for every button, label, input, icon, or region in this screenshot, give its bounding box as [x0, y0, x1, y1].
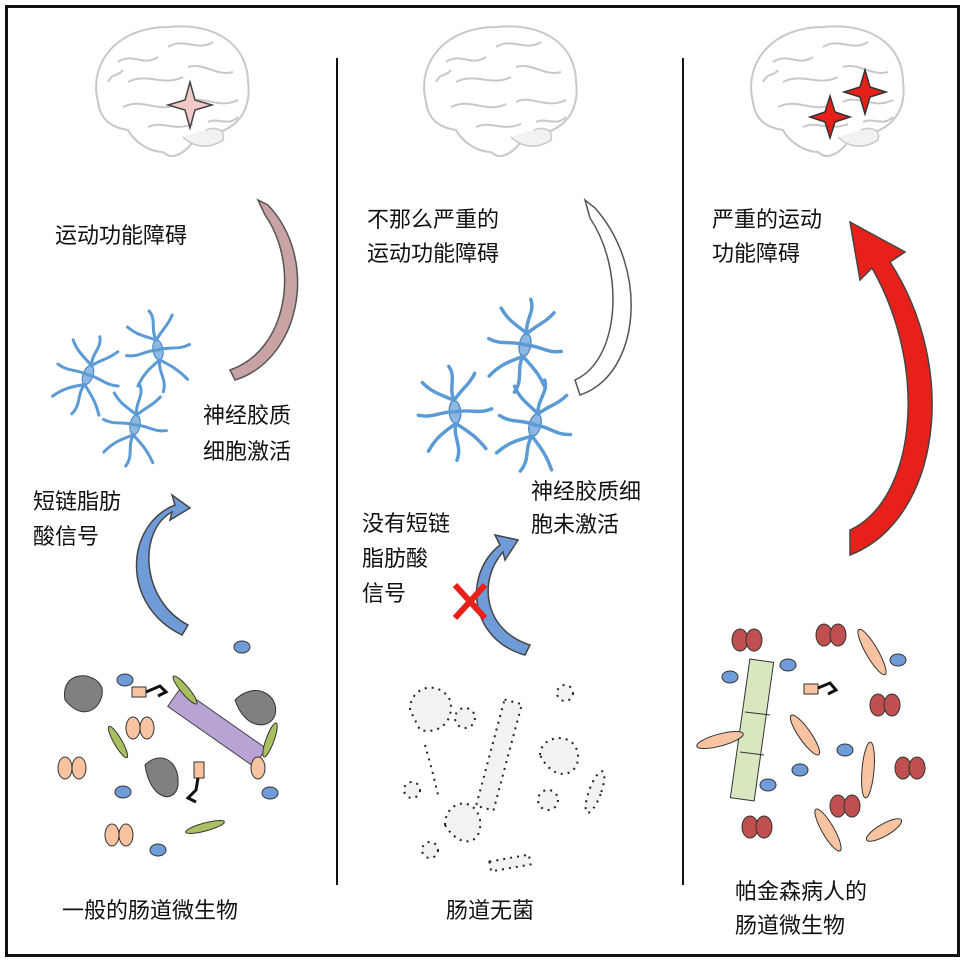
label-less-severe-1: 不那么严重的 [367, 208, 500, 233]
label-less-severe-2: 运动功能障碍 [367, 242, 500, 267]
arrow-white [574, 197, 632, 396]
label-scfa-signal-1: 短链脂肪 [33, 490, 122, 515]
spark-icon [841, 67, 889, 117]
label-severe-1: 严重的运动 [712, 208, 823, 233]
glia-cells [42, 303, 199, 474]
panel-parkinson [696, 25, 933, 852]
arrow-pink [228, 198, 299, 381]
caption-germ-free: 肠道无菌 [446, 899, 535, 924]
label-glia-activation-1: 神经胶质 [203, 404, 292, 429]
caption-parkinson-1: 帕金森病人的 [735, 880, 868, 905]
brain-icon [95, 25, 250, 157]
microbes [696, 623, 926, 852]
panel-germ-free [403, 25, 632, 873]
ghost-microbes [403, 684, 606, 873]
label-glia-inactive-1: 神经胶质细 [531, 480, 642, 505]
arrow-red [848, 220, 933, 557]
spark-icon [165, 79, 215, 131]
panel-normal [42, 25, 299, 857]
microbes [57, 640, 279, 857]
label-motor-dysfunction: 运动功能障碍 [55, 224, 188, 249]
label-severe-2: 功能障碍 [712, 242, 801, 267]
label-no-scfa-3: 信号 [362, 582, 407, 607]
label-glia-activation-2: 细胞激活 [203, 440, 292, 465]
brain-icon [423, 25, 578, 157]
arrow-blue [135, 493, 192, 636]
label-no-scfa-1: 没有短链 [362, 512, 451, 537]
glia-cells [412, 291, 585, 483]
label-scfa-signal-2: 酸信号 [33, 525, 100, 550]
label-glia-inactive-2: 胞未激活 [531, 513, 620, 538]
spark-icon [807, 93, 853, 141]
caption-parkinson-2: 肠道微生物 [735, 914, 846, 939]
arrow-blue [475, 533, 532, 656]
cross-mark [452, 582, 488, 621]
caption-normal: 一般的肠道微生物 [62, 899, 239, 924]
label-no-scfa-2: 脂肪酸 [362, 547, 429, 572]
